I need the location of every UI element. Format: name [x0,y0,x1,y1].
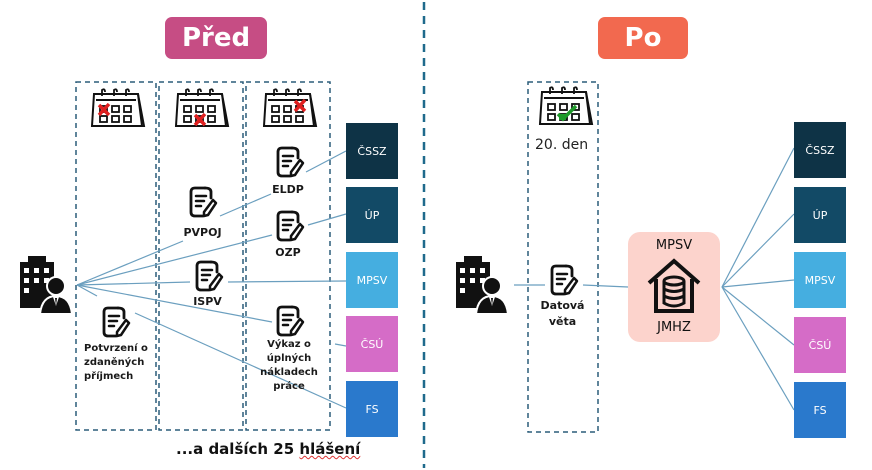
document-edit-icon-vykaz [276,305,305,337]
agency-up-after: ÚP [794,187,846,243]
report-label-pvpoj: PVPOJ [183,226,222,239]
document-edit-icon-pvpoj [189,186,218,218]
calendar-check-icon [538,86,594,125]
agency-mpsv-before: MPSV [346,252,398,308]
hub-title: MPSV [655,238,693,253]
footer-underlined-word: hlášení [299,440,361,458]
agency-cssz-after: ČSSZ [794,122,846,178]
report-label-ozp: OZP [275,246,301,259]
calendar-cross-icon [262,88,318,127]
document-edit-icon-eldp [276,146,305,178]
company-person-icon-before [20,256,74,315]
company-person-icon-after [456,256,510,315]
footer-note: ...a dalších 25 hlášení [176,440,360,458]
document-edit-icon-datova-veta [550,264,579,296]
document-edit-icon-ozp [276,210,305,242]
agency-fs-after: FS [794,382,846,438]
document-edit-icon-potvrzeni [102,306,131,338]
agency-cssz-before: ČSSZ [346,123,398,179]
deadline-label: 20. den [535,137,589,153]
after-connections [514,147,795,411]
hub-subtitle: JMHZ [657,320,691,335]
house-database-icon [647,258,701,313]
before-badge: Před [165,17,267,59]
column-box-1 [75,81,157,431]
report-label-vykaz: Výkaz o úplných nákladech práce [260,339,318,392]
jmhz-hub: MPSV JMHZ [628,232,720,342]
after-badge: Po [598,17,688,59]
before-connections [76,150,347,409]
agency-up-before: ÚP [346,187,398,243]
report-label-ispv: ISPV [193,295,222,308]
agency-csu-before: ČSÚ [346,316,398,372]
calendar-cross-icon [90,88,146,127]
report-label-potvrzeni: Potvrzení o zdaněných příjmech [84,343,148,382]
document-edit-icon-ispv [195,260,224,292]
agency-fs-before: FS [346,381,398,437]
agency-csu-after: ČSÚ [794,317,846,373]
calendar-cross-icon [174,88,230,127]
report-label-eldp: ELDP [272,183,304,196]
report-label-datova-veta: Datová věta [540,299,585,328]
agency-mpsv-after: MPSV [794,252,846,308]
column-box-2 [158,81,244,431]
column-box-after [527,81,599,433]
footer-text: ...a dalších 25 [176,440,300,458]
